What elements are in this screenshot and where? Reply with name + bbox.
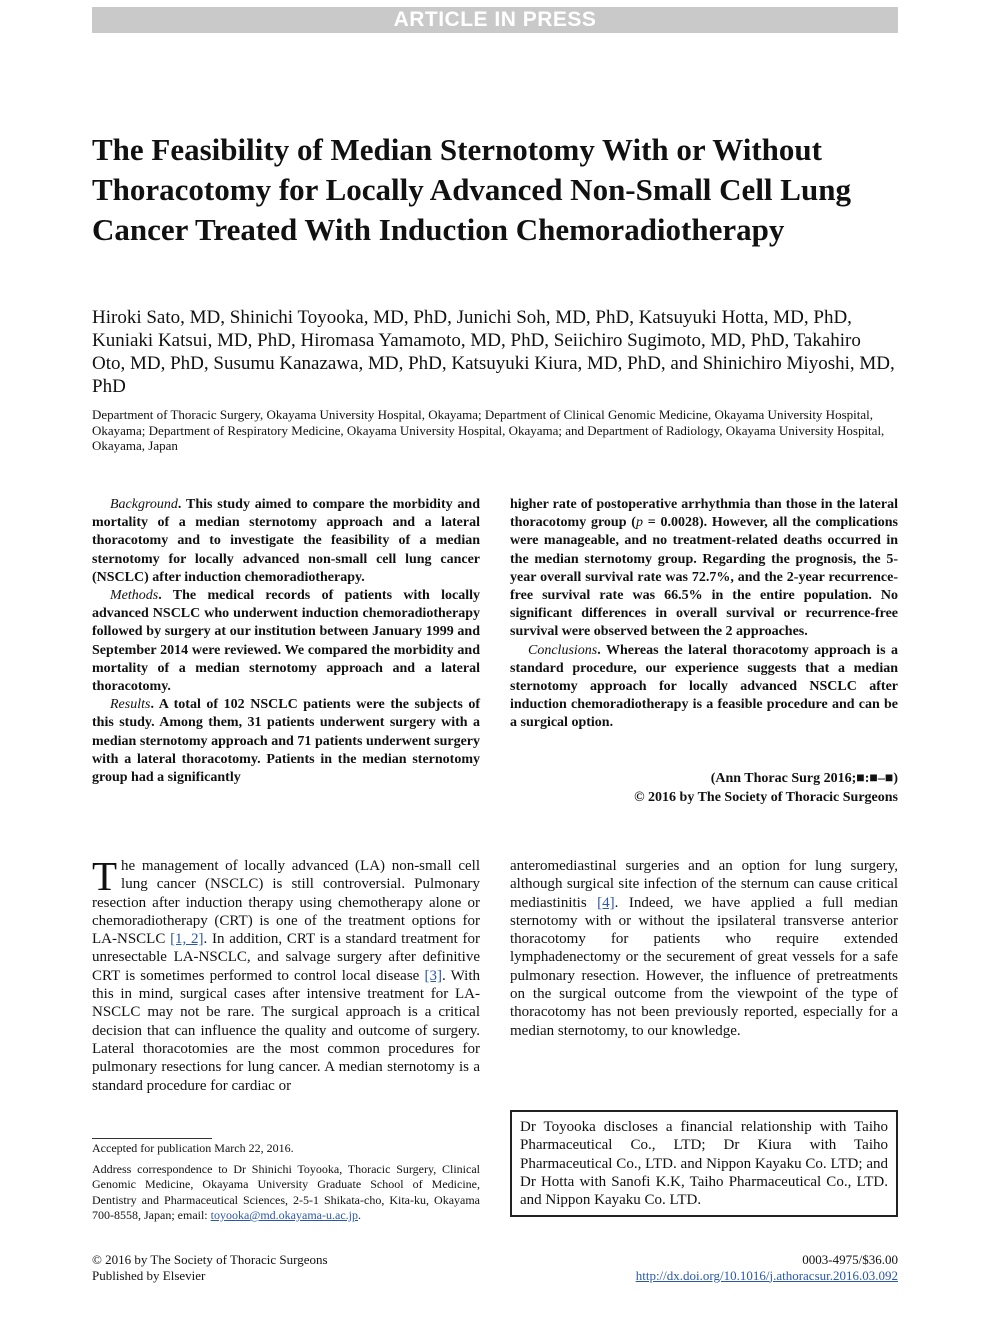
accepted-date: Accepted for publication March 22, 2016. (92, 1141, 294, 1155)
abstract-column-left: Background. This study aimed to compare … (92, 496, 480, 787)
abstract-background: Background. This study aimed to compare … (92, 497, 480, 585)
abstract-methods: Methods. The medical records of patients… (92, 588, 480, 695)
conclusions-label: Conclusions (528, 642, 598, 658)
body-column-right: anteromediastinal surgeries and an optio… (510, 857, 898, 1040)
intro-paragraph-continued: anteromediastinal surgeries and an optio… (510, 858, 898, 1039)
background-label: Background (110, 497, 178, 512)
reference-link-4[interactable]: [4] (597, 894, 615, 911)
footnote-divider (92, 1138, 212, 1139)
article-title: The Feasibility of Median Sternotomy Wit… (92, 132, 851, 247)
abstract-results: Results. A total of 102 NSCLC patients w… (92, 697, 480, 786)
reference-link-3[interactable]: [3] (424, 967, 442, 984)
abstract-copyright: © 2016 by The Society of Thoracic Surgeo… (634, 789, 898, 805)
drop-cap: T (92, 853, 118, 899)
footer-right: 0003-4975/$36.00 http://dx.doi.org/10.10… (636, 1252, 898, 1283)
correspondence-address: Address correspondence to Dr Shinichi To… (92, 1162, 480, 1222)
author-list: Hiroki Sato, MD, Shinichi Toyooka, MD, P… (92, 307, 895, 397)
journal-citation: (Ann Thorac Surg 2016;■:■–■) (710, 771, 898, 786)
doi-link[interactable]: http://dx.doi.org/10.1016/j.athoracsur.2… (635, 1267, 898, 1283)
footer-left: © 2016 by The Society of Thoracic Surgeo… (92, 1252, 328, 1283)
footer-copyright: © 2016 by The Society of Thoracic Surgeo… (92, 1252, 328, 1267)
abstract-column-right: higher rate of postoperative arrhythmia … (510, 496, 898, 733)
abstract-results-continued: higher rate of postoperative arrhythmia … (510, 497, 898, 640)
abstract-conclusions: Conclusions. Whereas the lateral thoraco… (510, 642, 898, 731)
article-in-press-banner: ARTICLE IN PRESS (92, 7, 898, 33)
methods-label: Methods (110, 588, 159, 604)
citation-block: (Ann Thorac Surg 2016;■:■–■) © 2016 by T… (510, 770, 898, 807)
footer-issn: 0003-4975/$36.00 (802, 1252, 898, 1267)
results-label: Results (110, 697, 151, 713)
affiliation: Department of Thoracic Surgery, Okayama … (92, 407, 885, 453)
reference-link-1-2[interactable]: [1, 2] (170, 931, 204, 948)
footer-publisher: Published by Elsevier (92, 1267, 206, 1283)
disclosure-box: Dr Toyooka discloses a financial relatio… (510, 1110, 898, 1218)
email-link[interactable]: toyooka@md.okayama-u.ac.jp (210, 1207, 358, 1222)
